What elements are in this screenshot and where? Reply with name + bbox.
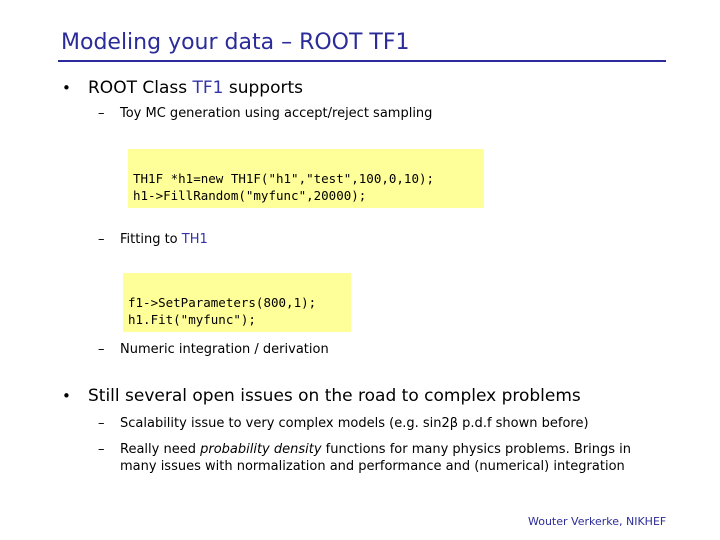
code-line: h1.Fit("myfunc"); — [128, 312, 256, 327]
sub-text: Toy MC generation using accept/reject sa… — [120, 106, 433, 121]
sub-text-b: functions for many physics problems. Bri… — [120, 442, 631, 474]
sub-dash: – — [98, 342, 105, 357]
sub-scalability: –Scalability issue to very complex model… — [98, 416, 589, 431]
code-line: f1->SetParameters(800,1); — [128, 295, 317, 310]
sub-dash: – — [98, 442, 105, 457]
bullet-text: Still several open issues on the road to… — [88, 386, 581, 406]
sub-class-name: TH1 — [181, 232, 208, 247]
sub-toy-mc: –Toy MC generation using accept/reject s… — [98, 106, 432, 121]
sub-dash: – — [98, 106, 105, 121]
bullet-text-c: supports — [223, 78, 304, 98]
bullet-root-tf1: • ROOT Class TF1 supports — [62, 78, 303, 98]
sub-emphasis: probability density — [200, 442, 322, 457]
title-underline — [58, 60, 666, 62]
sub-numeric: –Numeric integration / derivation — [98, 342, 329, 357]
sub-text: Scalability issue to very complex models… — [120, 416, 589, 431]
sub-body: Really need probability density function… — [120, 441, 668, 475]
slide-title: Modeling your data – ROOT TF1 — [61, 30, 410, 55]
sub-text-a: Really need — [120, 442, 201, 457]
sub-probability-density: – Really need probability density functi… — [98, 441, 668, 475]
bullet-class-name: TF1 — [192, 78, 224, 98]
sub-text: Numeric integration / derivation — [120, 342, 329, 357]
bullet-open-issues: • Still several open issues on the road t… — [62, 386, 581, 406]
code-line: h1->FillRandom("myfunc",20000); — [133, 188, 367, 203]
bullet-text-a: ROOT Class — [88, 78, 193, 98]
sub-text: Fitting to — [120, 232, 182, 247]
code-box-fit: f1->SetParameters(800,1); h1.Fit("myfunc… — [123, 273, 351, 332]
sub-dash: – — [98, 416, 105, 431]
bullet-marker: • — [62, 79, 71, 97]
sub-dash: – — [98, 232, 105, 247]
code-box-fillrandom: TH1F *h1=new TH1F("h1","test",100,0,10);… — [128, 149, 484, 208]
bullet-marker: • — [62, 387, 71, 405]
sub-fitting: –Fitting to TH1 — [98, 232, 208, 247]
code-line: TH1F *h1=new TH1F("h1","test",100,0,10); — [133, 171, 435, 186]
author-footer: Wouter Verkerke, NIKHEF — [528, 515, 667, 528]
